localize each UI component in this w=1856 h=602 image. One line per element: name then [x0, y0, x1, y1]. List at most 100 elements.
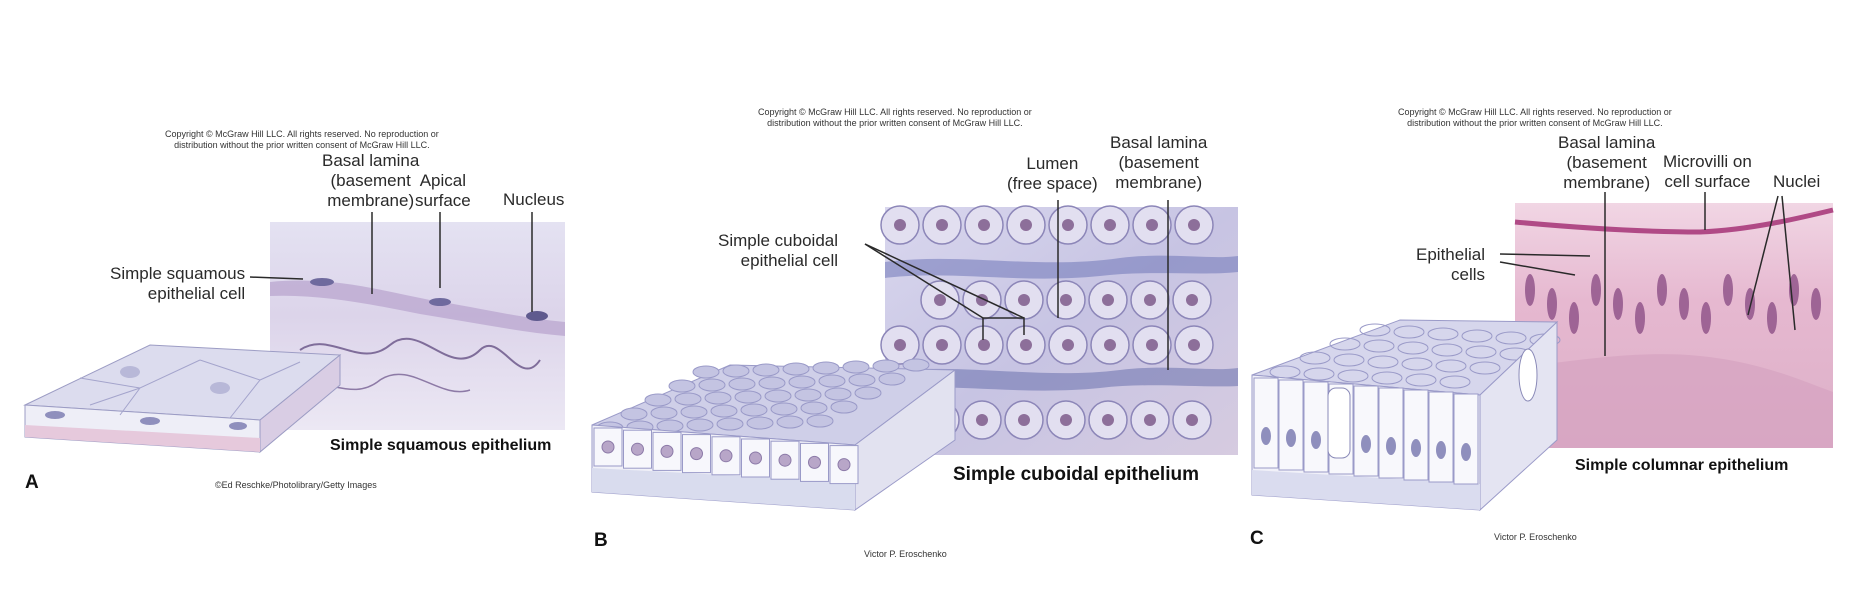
cuboidal-top-cell	[650, 406, 678, 420]
columnar-front-nucleus	[1311, 431, 1321, 449]
squamous-block-nucleus-4	[140, 417, 160, 425]
panel-c-credit: Victor P. Eroschenko	[1494, 532, 1577, 542]
panel-c-copyright: Copyright © McGraw Hill LLC. All rights …	[1398, 107, 1672, 128]
cuboidal-top-cell	[710, 404, 738, 418]
cuboidal-top-cell	[782, 362, 810, 376]
cuboidal-micro-nucleus	[1062, 339, 1074, 351]
columnar-top-cell	[1461, 329, 1493, 343]
cuboidal-front-nucleus	[778, 453, 792, 467]
columnar-top-cell	[1299, 351, 1331, 365]
cuboidal-top-cell	[794, 388, 822, 402]
columnar-top-cell	[1333, 353, 1365, 367]
columnar-micro-nucleus	[1811, 288, 1821, 320]
cuboidal-top-cell	[698, 378, 726, 392]
goblet-cell	[1327, 387, 1351, 459]
cuboidal-top-cell	[902, 358, 930, 372]
cuboidal-top-cell	[722, 364, 750, 378]
panel-b-credit: Victor P. Eroschenko	[864, 549, 947, 559]
cuboidal-micro-nucleus	[894, 219, 906, 231]
columnar-microvilli-border	[1514, 207, 1834, 235]
cuboidal-top-cell	[776, 415, 804, 429]
squamous-cell-outlines	[79, 359, 301, 419]
columnar-basal-front	[1252, 470, 1480, 510]
cuboidal-top-cell	[842, 360, 870, 374]
leader-b-cell-2	[864, 243, 1025, 319]
label-a-basal-lamina: Basal lamina (basement membrane)	[322, 151, 420, 210]
panel-a-copyright: Copyright © McGraw Hill LLC. All rights …	[165, 129, 439, 150]
columnar-front-cell	[1353, 385, 1379, 477]
leader-c-nuclei-2	[1781, 195, 1796, 331]
columnar-front-nucleus	[1461, 443, 1471, 461]
squamous-block-nucleus-1	[120, 366, 140, 378]
cuboidal-top-cell	[740, 403, 768, 417]
cuboidal-top-cell	[692, 365, 720, 379]
cuboidal-top-cell	[764, 389, 792, 403]
cuboidal-blue-band-1	[885, 255, 1238, 279]
columnar-front-cell	[1378, 387, 1404, 479]
columnar-front-nucleus	[1436, 441, 1446, 459]
label-a-epithelial-cell: Simple squamous epithelial cell	[110, 264, 246, 303]
cuboidal-top-cell	[686, 418, 714, 432]
cuboidal-top-cell	[746, 416, 774, 430]
columnar-top-cell	[1465, 345, 1497, 359]
leader-c-nuclei-1	[1747, 195, 1779, 316]
panel-a-artwork	[23, 212, 565, 454]
columnar-top-cell	[1397, 341, 1429, 355]
cuboidal-micro-nucleus	[936, 339, 948, 351]
cuboidal-block-top-cells	[596, 358, 930, 435]
columnar-micrograph-nuclei	[1525, 274, 1821, 334]
cuboidal-micro-nucleus	[1104, 219, 1116, 231]
cuboidal-top-cell	[818, 374, 846, 388]
columnar-micro-nucleus	[1547, 288, 1557, 320]
connective-fibers	[299, 337, 541, 370]
panel-a-caption: Simple squamous epithelium	[330, 437, 552, 454]
columnar-top-cell	[1439, 375, 1471, 389]
columnar-front-nucleus	[1261, 427, 1271, 445]
cuboidal-micro-nucleus	[936, 219, 948, 231]
columnar-micro-nucleus	[1635, 302, 1645, 334]
cuboidal-micro-nucleus	[978, 219, 990, 231]
squamous-block-nucleus-2	[210, 382, 230, 394]
columnar-front-nucleus	[1411, 439, 1421, 457]
leader-b-cell	[864, 243, 984, 319]
cuboidal-front-nucleus	[719, 449, 733, 463]
columnar-micro-nucleus	[1591, 274, 1601, 306]
cuboidal-micro-nucleus	[1102, 294, 1114, 306]
cuboidal-micro-nucleus	[1146, 339, 1158, 351]
squamous-nucleus-1	[310, 278, 334, 286]
panel-c-artwork	[1251, 192, 1834, 512]
columnar-front-cell	[1453, 393, 1479, 485]
columnar-front-cell	[1253, 377, 1279, 469]
cuboidal-top-cell	[830, 400, 858, 414]
squamous-block-nucleus-3	[45, 411, 65, 419]
bracket-b-cell	[982, 317, 1025, 340]
columnar-top-cell	[1393, 325, 1425, 339]
cuboidal-top-cell	[644, 393, 672, 407]
panel-b-letter: B	[594, 530, 608, 551]
cuboidal-top-cell	[716, 417, 744, 431]
leader-c-cells-1	[1499, 253, 1591, 257]
cuboidal-micro-nucleus	[1144, 414, 1156, 426]
cuboidal-block-front-cells	[593, 427, 859, 485]
cuboidal-top-cell	[770, 402, 798, 416]
cuboidal-micro-nucleus	[1186, 294, 1198, 306]
cuboidal-micro-nucleus	[1104, 339, 1116, 351]
columnar-top-cell	[1405, 373, 1437, 387]
squamous-block-nucleus-5	[229, 422, 247, 430]
cuboidal-top-cell	[668, 379, 696, 393]
panel-c-letter: C	[1250, 528, 1264, 549]
label-a-apical-surface: Apical surface	[415, 171, 471, 210]
label-c-basal-lamina: Basal lamina (basement membrane)	[1558, 133, 1656, 192]
cuboidal-front-nucleus	[631, 442, 644, 456]
label-c-nuclei: Nuclei	[1773, 172, 1821, 191]
columnar-block-front-cells	[1253, 377, 1479, 485]
columnar-front-cell	[1303, 381, 1329, 473]
columnar-front-nucleus	[1361, 435, 1371, 453]
cuboidal-front-nucleus	[749, 451, 762, 465]
goblet-cell-side	[1518, 348, 1538, 402]
cuboidal-top-cell	[752, 363, 780, 377]
cuboidal-top-cell	[854, 386, 882, 400]
cuboidal-micro-nucleus	[1060, 414, 1072, 426]
